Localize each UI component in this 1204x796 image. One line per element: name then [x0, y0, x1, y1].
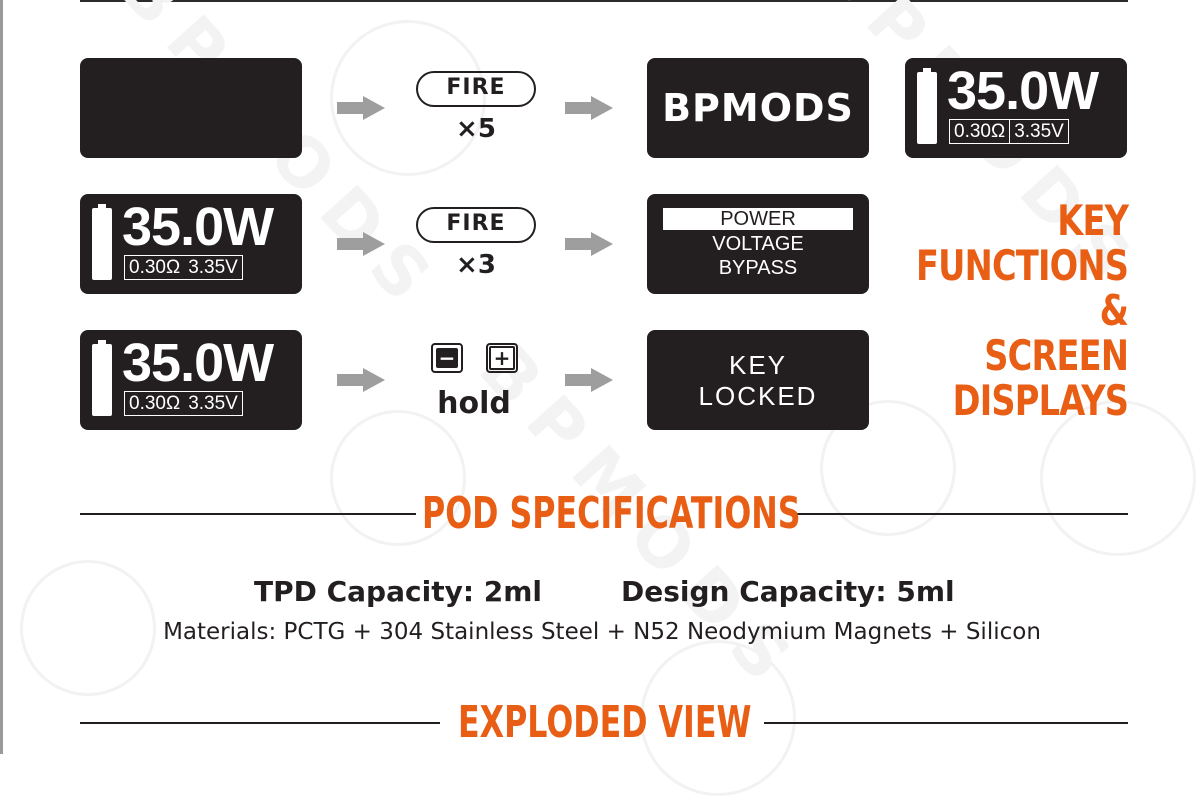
fire-button-label: FIRE: [416, 71, 536, 107]
power-display-screen: 35.0W 0.30Ω 3.35V: [80, 194, 302, 294]
battery-icon: [92, 204, 112, 280]
pod-specifications-heading: POD SPECIFICATIONS: [422, 488, 801, 539]
fire-button-label: FIRE: [416, 207, 536, 243]
resistance-voltage-row: 0.30Ω 3.35V: [124, 255, 243, 280]
tpd-capacity: TPD Capacity: 2ml: [254, 575, 543, 608]
divider: [80, 722, 440, 724]
voltage-value: 3.35V: [188, 257, 238, 278]
bpmods-screen: BPMODS: [647, 58, 869, 158]
key-locked-line-1: KEY: [728, 350, 788, 380]
arrow-right-icon: [565, 368, 613, 392]
power-value: 35.0W: [122, 197, 274, 257]
battery-icon: [917, 68, 937, 144]
divider: [790, 513, 1128, 515]
resistance-voltage-row: 0.30Ω 3.35V: [124, 391, 243, 416]
key-locked-line-2: LOCKED: [698, 381, 818, 411]
divider: [80, 513, 416, 515]
voltage-value: 3.35V: [188, 393, 238, 414]
blank-screen: [80, 58, 302, 158]
power-display-screen: 35.0W 0.30Ω 3.35V: [80, 330, 302, 430]
power-value: 35.0W: [947, 61, 1099, 121]
menu-item-power: POWER: [663, 208, 853, 230]
mode-menu-screen: POWER VOLTAGE BYPASS: [647, 194, 869, 294]
menu-item-bypass: BYPASS: [718, 257, 798, 279]
divider: [764, 722, 1128, 724]
arrow-right-icon: [337, 96, 385, 120]
battery-icon: [92, 340, 112, 416]
materials-text: Materials: PCTG + 304 Stainless Steel + …: [163, 619, 1041, 645]
power-display-screen: 35.0W 0.30Ω 3.35V: [905, 58, 1127, 158]
arrow-right-icon: [337, 232, 385, 256]
hold-label: hold: [437, 386, 511, 421]
menu-item-voltage: VOLTAGE: [712, 233, 804, 255]
left-border: [0, 0, 3, 754]
bpmods-logo-text: BPMODS: [662, 86, 854, 130]
arrow-right-icon: [565, 232, 613, 256]
exploded-view-heading: EXPLODED VIEW: [458, 697, 752, 748]
press-count: ×5: [456, 114, 496, 144]
key-locked-screen: KEY LOCKED: [647, 330, 869, 430]
key-functions-title: KEY FUNCTIONS & SCREEN DISPLAYS: [915, 196, 1129, 425]
design-capacity: Design Capacity: 5ml: [621, 575, 955, 608]
arrow-right-icon: [337, 368, 385, 392]
plus-key-icon: +: [486, 343, 518, 373]
top-divider: [80, 0, 1128, 2]
resistance-value: 0.30Ω: [129, 393, 181, 414]
resistance-value: 0.30Ω: [954, 121, 1006, 142]
power-value: 35.0W: [122, 333, 274, 393]
arrow-right-icon: [565, 96, 613, 120]
resistance-voltage-row: 0.30Ω 3.35V: [949, 119, 1069, 144]
voltage-value: 3.35V: [1009, 120, 1068, 143]
resistance-value: 0.30Ω: [129, 257, 181, 278]
press-count: ×3: [456, 250, 496, 280]
minus-key-icon: −: [431, 343, 463, 373]
